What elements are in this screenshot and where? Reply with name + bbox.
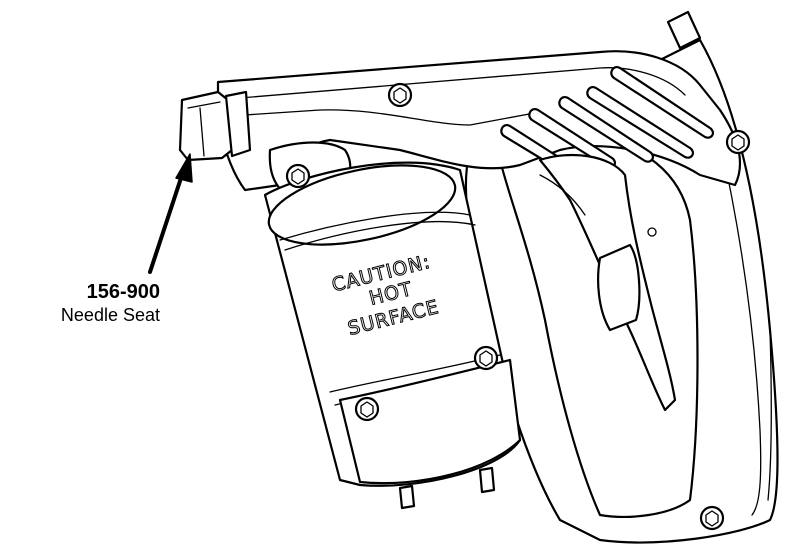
callout-arrow <box>148 153 193 274</box>
needle-seat-nut <box>178 90 252 162</box>
hex-screw-rear <box>725 129 751 155</box>
hex-screws <box>285 82 751 531</box>
hanger-hook <box>666 10 702 50</box>
part-number: 156-900 <box>86 281 160 303</box>
hex-screw-pivot <box>285 163 311 189</box>
trigger <box>538 153 677 412</box>
heater-cylinder <box>263 161 522 510</box>
caution-line-2: HOT <box>367 278 415 310</box>
vent-slots <box>500 66 714 169</box>
hex-screw-cylinder-left <box>354 396 380 422</box>
hex-screw-top <box>387 82 413 108</box>
hex-screw-bottom <box>699 505 725 531</box>
part-name: Needle Seat <box>60 305 160 325</box>
needle-seat-callout: 156-900 Needle Seat <box>0 280 160 326</box>
hex-screw-cylinder-right <box>473 345 499 371</box>
